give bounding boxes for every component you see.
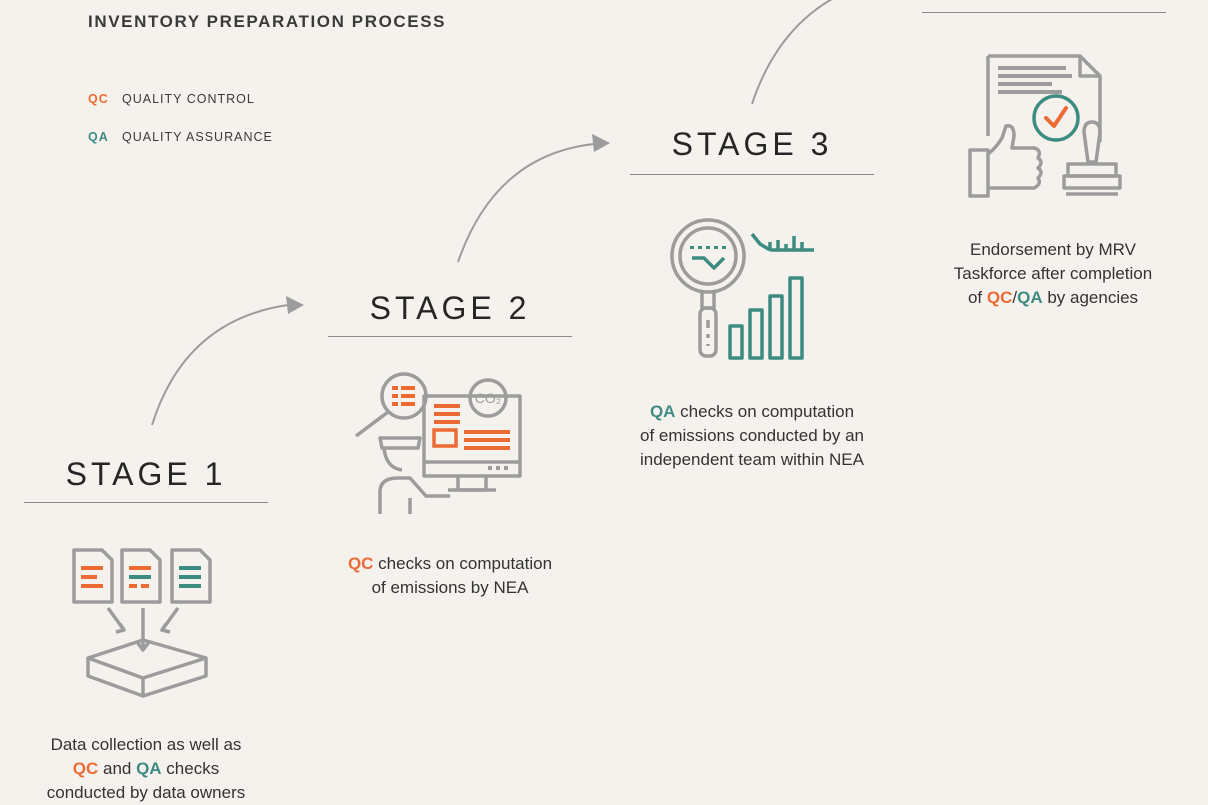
document-collection-icon: [72, 548, 212, 698]
magnifier-bar-chart-icon: [670, 218, 814, 360]
stage-3-desc-line-2: of emissions conducted by an: [640, 426, 864, 445]
stage-3-description: QA checks on computation of emissions co…: [616, 400, 888, 472]
endorsement-document-stamp-icon: [968, 54, 1122, 198]
qa-mark: QA: [136, 759, 162, 778]
stage-4-description: Endorsement by MRV Taskforce after compl…: [918, 238, 1188, 310]
legend-label-qc: QUALITY CONTROL: [122, 92, 255, 106]
qa-mark: QA: [649, 402, 676, 421]
stage-4-desc-line-3: of QC/QA by agencies: [918, 286, 1188, 310]
stage-2-rule: [328, 336, 572, 337]
legend-abbr-qa: QA: [88, 130, 109, 144]
stage-3-title: STAGE 3: [671, 126, 833, 162]
stage-4-desc-line-2: Taskforce after completion: [953, 264, 1153, 283]
legend-label-qa: QUALITY ASSURANCE: [122, 130, 273, 144]
legend-item-qa: QA QUALITY ASSURANCE: [88, 130, 273, 144]
qc-mark: QC: [72, 759, 99, 778]
desc-text: by agencies: [1042, 288, 1139, 307]
stage-1-desc-line-2: QC and QA checks: [14, 757, 278, 781]
stage-1-rule: [24, 502, 268, 503]
arrowhead-stage3: [592, 134, 610, 152]
desc-text: checks on computation: [675, 402, 855, 421]
stage-2-desc-line-2: of emissions by NEA: [371, 578, 529, 597]
qc-mark: QC: [986, 288, 1013, 307]
desc-text: checks: [161, 759, 220, 778]
computer-analyst-co2-icon: CO₂: [354, 372, 522, 514]
desc-text: of: [967, 288, 987, 307]
legend-item-qc: QC QUALITY CONTROL: [88, 92, 255, 106]
desc-text: and: [98, 759, 137, 778]
stage-1-description: Data collection as well as QC and QA che…: [14, 733, 278, 805]
stage-1-desc-line-1: Data collection as well as: [50, 735, 242, 754]
desc-text: /: [1012, 288, 1018, 307]
arrow-stage2-to-stage3: [457, 143, 595, 263]
stage-3-desc-line-1: QA checks on computation: [616, 400, 888, 424]
stage-3-desc-line-3: independent team within NEA: [640, 450, 864, 469]
stage-1-desc-line-3: conducted by data owners: [46, 783, 246, 802]
desc-text: checks on computation: [373, 554, 553, 573]
legend-abbr-qc: QC: [88, 92, 109, 106]
diagram-title: INVENTORY PREPARATION PROCESS: [88, 12, 447, 31]
co2-label: CO₂: [475, 390, 501, 406]
stage-4-desc-line-1: Endorsement by MRV: [970, 240, 1136, 259]
stage-3-rule: [630, 174, 874, 175]
arrow-stage3-to-stage4: [751, 0, 833, 105]
qc-mark: QC: [347, 554, 374, 573]
stage-1-title: STAGE 1: [65, 456, 227, 492]
qa-mark: QA: [1017, 288, 1043, 307]
stage-2-description: QC checks on computation of emissions by…: [318, 552, 582, 600]
arrowhead-stage2: [286, 296, 304, 314]
stage-2-title: STAGE 2: [369, 290, 531, 326]
stage-2-desc-line-1: QC checks on computation: [318, 552, 582, 576]
stage-4-rule: [922, 12, 1166, 13]
arrow-stage1-to-stage2: [151, 304, 289, 426]
